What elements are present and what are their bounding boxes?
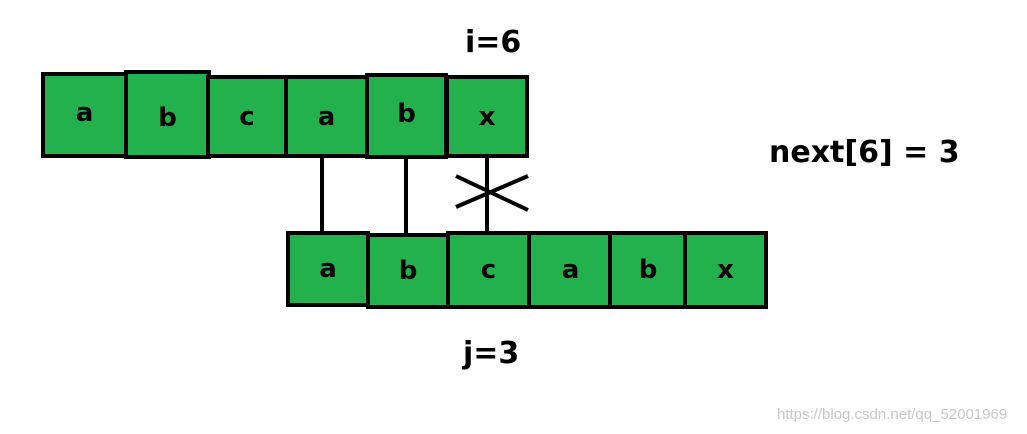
pattern-cell-char: b (398, 256, 418, 286)
pattern-cell: b (608, 231, 688, 309)
text-cell: a (284, 75, 369, 158)
mismatch-cross-icon (455, 174, 529, 212)
pattern-cell-char: a (561, 255, 580, 285)
text-cell-char: c (239, 101, 255, 132)
j-pointer-label: j=3 (463, 336, 520, 371)
pattern-cell: c (446, 231, 531, 309)
text-cell: b (124, 70, 211, 159)
pattern-cell: x (683, 231, 768, 309)
text-cell-char: b (397, 99, 416, 129)
text-cell-char: x (478, 101, 496, 132)
text-cell: b (365, 73, 448, 159)
next-value-label: next[6] = 3 (769, 135, 960, 170)
pattern-cell-char: b (638, 255, 658, 285)
text-cell: c (206, 75, 288, 158)
pattern-cell: a (286, 231, 370, 307)
pattern-cell-char: c (480, 255, 497, 285)
i-pointer-label: i=6 (465, 25, 522, 60)
pattern-cell: a (527, 231, 614, 309)
text-cell-char: b (158, 102, 177, 133)
pattern-cell-char: x (717, 255, 734, 285)
text-cell-char: a (75, 98, 94, 128)
text-cell: a (41, 72, 128, 158)
text-cell-char: a (317, 101, 336, 132)
text-cell: x (445, 75, 529, 158)
watermark-text: https://blog.csdn.net/qq_52001969 (777, 406, 1008, 423)
pattern-cell-char: a (319, 254, 337, 284)
pattern-cell: b (366, 233, 450, 309)
